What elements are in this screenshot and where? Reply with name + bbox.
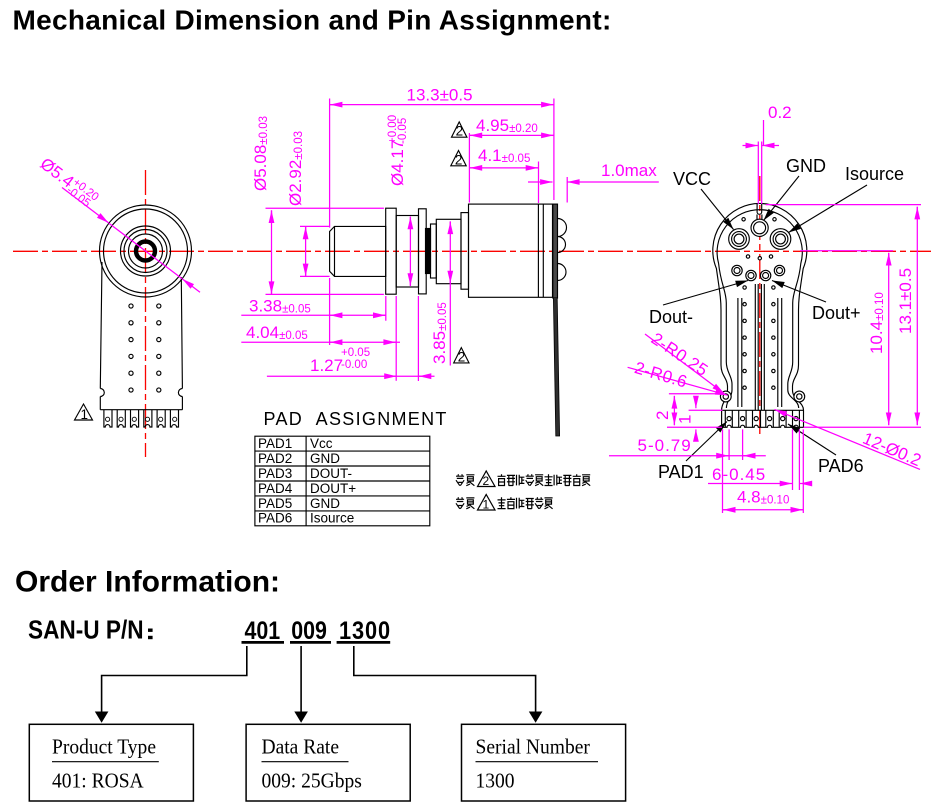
svg-text:13.3±0.5: 13.3±0.5: [407, 86, 473, 105]
svg-text:4.95±0.20: 4.95±0.20: [476, 116, 538, 135]
svg-text:3.38±0.05: 3.38±0.05: [249, 297, 311, 316]
svg-text:SAN-U P/N: SAN-U P/N: [28, 616, 144, 645]
svg-text:Data Rate: Data Rate: [262, 736, 339, 759]
svg-text:PAD6: PAD6: [258, 511, 292, 526]
svg-text:PAD6: PAD6: [818, 456, 864, 476]
svg-text:2: 2: [483, 474, 490, 488]
svg-text:1: 1: [81, 407, 89, 422]
svg-text:1.0max: 1.0max: [601, 161, 657, 180]
svg-text:PAD1: PAD1: [658, 462, 704, 482]
svg-text:0.2: 0.2: [768, 103, 792, 122]
svg-text:-0.00: -0.00: [341, 359, 367, 371]
svg-text:2: 2: [455, 152, 463, 167]
svg-text:Product Type: Product Type: [52, 736, 156, 759]
svg-text:12-Ø0.2: 12-Ø0.2: [860, 429, 924, 470]
svg-text:4.04±0.05: 4.04±0.05: [246, 323, 308, 342]
svg-text:4.1±0.05: 4.1±0.05: [478, 146, 530, 165]
svg-text:PAD5: PAD5: [258, 496, 292, 511]
svg-text:Isource: Isource: [845, 164, 904, 184]
svg-text:Mechanical Dimension and Pin A: Mechanical Dimension and Pin Assignment:: [13, 5, 612, 36]
svg-text:1300: 1300: [476, 770, 515, 793]
svg-text:401: 401: [245, 617, 281, 645]
svg-text:VCC: VCC: [673, 169, 711, 189]
svg-text:Dout-: Dout-: [649, 307, 693, 327]
svg-text:DOUT-: DOUT-: [310, 466, 352, 481]
svg-text:PAD4: PAD4: [258, 481, 293, 496]
svg-text:6-0.45: 6-0.45: [712, 465, 766, 484]
svg-text:2: 2: [456, 124, 464, 139]
svg-text:2: 2: [653, 411, 672, 420]
svg-text:PAD2: PAD2: [258, 451, 292, 466]
svg-text:+0.05: +0.05: [341, 347, 370, 359]
svg-text:Serial Number: Serial Number: [476, 736, 591, 759]
svg-text:13.1±0.5: 13.1±0.5: [896, 268, 915, 334]
svg-text:009: 009: [291, 617, 327, 645]
svg-text:3.85±0.05: 3.85±0.05: [430, 302, 449, 364]
svg-text:Order Information:: Order Information:: [15, 565, 280, 598]
svg-text:1.27: 1.27: [310, 356, 343, 375]
svg-text:GND: GND: [310, 451, 340, 466]
svg-text:PAD1: PAD1: [258, 436, 292, 451]
svg-text:GND: GND: [310, 496, 340, 511]
svg-text:1300: 1300: [339, 617, 391, 645]
svg-text:+0.00: +0.00: [387, 115, 399, 144]
svg-text:PAD ASSIGNMENT: PAD ASSIGNMENT: [264, 409, 448, 429]
svg-text:2: 2: [458, 349, 466, 364]
svg-text:Ø2.92±0.03: Ø2.92±0.03: [286, 131, 305, 206]
svg-text:1: 1: [483, 498, 490, 512]
svg-text:Ø5.08±0.03: Ø5.08±0.03: [251, 116, 270, 191]
svg-text:10.4±0.10: 10.4±0.10: [867, 292, 886, 354]
svg-text:5-0.79: 5-0.79: [638, 436, 692, 455]
svg-text:Dout+: Dout+: [812, 303, 861, 323]
svg-text:401: ROSA: 401: ROSA: [52, 770, 144, 793]
svg-text:1: 1: [676, 415, 695, 424]
svg-text:Ø4.17: Ø4.17: [388, 140, 407, 186]
svg-text:PAD3: PAD3: [258, 466, 292, 481]
svg-text:-0.05: -0.05: [397, 118, 409, 144]
svg-text:009: 25Gbps: 009: 25Gbps: [262, 770, 362, 793]
svg-text:GND: GND: [786, 156, 826, 176]
svg-text:DOUT+: DOUT+: [310, 481, 356, 496]
svg-text:Vcc: Vcc: [310, 436, 333, 451]
svg-text:Isource: Isource: [310, 511, 354, 526]
svg-text:4.8±0.10: 4.8±0.10: [737, 488, 789, 507]
